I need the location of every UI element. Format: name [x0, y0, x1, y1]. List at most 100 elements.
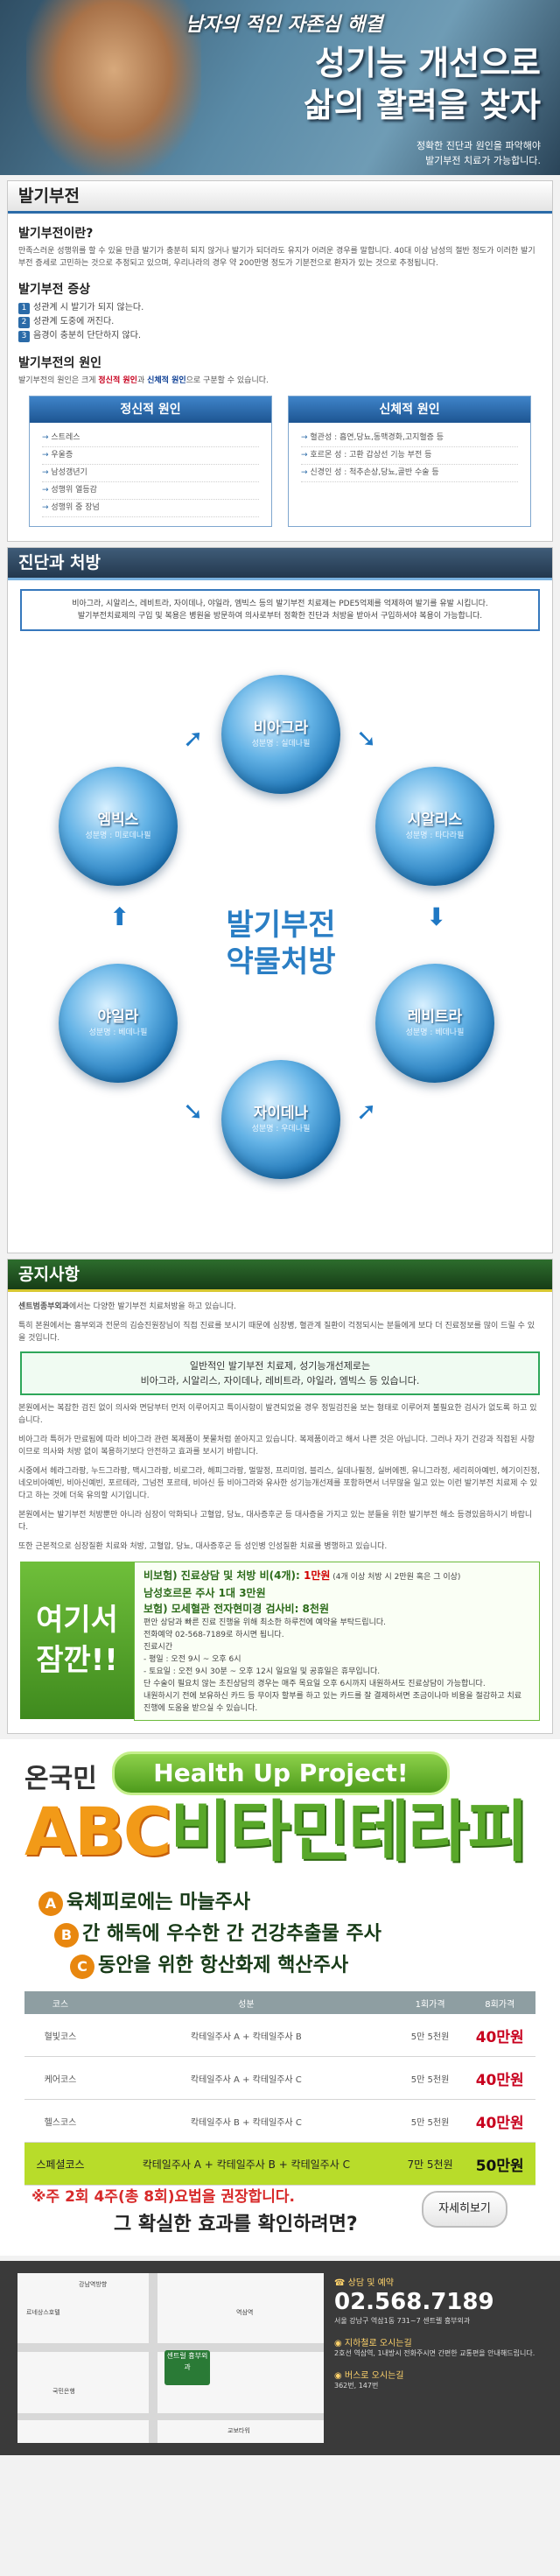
cause-boxes: 정신적 원인 스트레스 우울증 남성갱년기 성행위 열등감 성행위 중 장넘 신…	[29, 396, 531, 527]
hero-slogan: 남자의 적인 자존심 해결	[186, 14, 383, 36]
abc-title: ABC비타민테라피	[24, 1793, 528, 1871]
map-road	[149, 2273, 158, 2443]
col-price-1: 1회가격	[396, 1991, 465, 2014]
list-item: 성행위 열등감	[42, 482, 259, 500]
abc-note-recommend: ※주 2회 4주(총 8회)요법을 권장합니다.	[32, 2188, 296, 2206]
ed-what-text: 만족스러운 성행위를 할 수 있을 만큼 발기가 충분히 되지 않거나 발기가 …	[18, 247, 536, 268]
treat-intro-line2: 발기부전치료제의 구입 및 복용은 병원을 방문하여 의사로부터 정확한 진단과…	[77, 612, 483, 621]
hero-subtitle: 정확한 진단과 원인을 파악해야 발기부전 치료가 가능합니다.	[416, 138, 541, 168]
ed-symptom-title: 발기부전 증상	[18, 283, 91, 297]
mental-cause-title: 정신적 원인	[30, 397, 271, 423]
physical-cause-title: 신체적 원인	[289, 397, 530, 423]
ed-what-title: 발기부전이란?	[18, 227, 94, 241]
col-price-8: 8회가격	[464, 1991, 536, 2014]
hero-sub-line2: 발기부전 치료가 가능합니다.	[425, 155, 541, 166]
arrow-icon: ➚	[356, 1097, 377, 1126]
table-header-row: 코스 성분 1회가격 8회가격	[24, 1991, 536, 2014]
location-map[interactable]: 강남역방향 르네상스호텔 역삼역 센트럴 흉부외과 국민은행 교보타워	[18, 2273, 324, 2443]
hero-banner: 남자의 적인 자존심 해결 성기능 개선으로 삶의 활력을 찾자 정확한 진단과…	[0, 0, 560, 175]
treat-section-title: 진단과 처방	[8, 548, 552, 580]
fee-line2: 남성호르몬 주사 1대 3만원	[144, 1587, 266, 1599]
notice-p7: 또한 근본적으로 심장질환 치료와 처방, 고혈압, 당뇨, 대사증후군 등 성…	[18, 1542, 388, 1551]
ed-section: 발기부전 발기부전이란? 만족스러운 성행위를 할 수 있을 만큼 발기가 충분…	[7, 180, 553, 542]
table-row: 혈빛코스 칵테일주사 A + 칵테일주사 B 5만 5천원 40만원	[24, 2014, 536, 2057]
table-row-special: 스페셜코스 칵테일주사 A + 칵테일주사 B + 칵테일주사 C 7만 5천원…	[24, 2142, 536, 2186]
bus-text: 362번, 147번	[334, 2382, 379, 2390]
mental-cause-box: 정신적 원인 스트레스 우울증 남성갱년기 성행위 열등감 성행위 중 장넘	[29, 396, 272, 527]
notice-p1: 센트범종부외과에서는 다양한 발기부전 치료처방을 하고 있습니다.	[18, 1302, 237, 1311]
hero-title-line1: 성기능 개선으로	[315, 44, 541, 82]
arrow-icon: ⬇	[426, 902, 447, 931]
notice-p5: 시중에서 헤라그라팡, 누드그라팡, 맥시그라팡, 비로그라, 헤피그라팡, 멀…	[18, 1467, 541, 1500]
hero-sub-line1: 정확한 진단과 원인을 파악해야	[416, 140, 541, 151]
diagram-center-text: 발기부전 약물처방	[226, 908, 336, 979]
notice-p6: 본원에서는 발기부전 처방뿐만 아니라 심장이 악화되나 고혈압, 당뇨, 대사…	[18, 1511, 533, 1532]
mental-cause-list: 스트레스 우울증 남성갱년기 성행위 열등감 성행위 중 장넘	[30, 423, 271, 526]
notice-highlight-box: 일반적인 발기부전 치료제, 성기능개선제로는 비아그라, 시알리스, 자이데나…	[20, 1351, 540, 1395]
details-button[interactable]: 자세히보기	[422, 2191, 508, 2228]
arrow-icon: ➚	[183, 724, 204, 753]
wait-item: 진료시간	[144, 1643, 173, 1652]
hero-image	[26, 0, 201, 175]
fee-line1: 비보험) 진료상담 및 처방 비(4개): 1만원 (4개 이상 처방 시 2만…	[144, 1569, 461, 1582]
hero-title-line2: 삶의 활력을 찾자	[303, 86, 541, 124]
col-ingredient: 성분	[95, 1991, 396, 2014]
treat-intro-line1: 비아그라, 시알리스, 레비트라, 자이데나, 야일라, 엠빅스 등의 발기부전…	[72, 600, 488, 608]
treat-section: 진단과 처방 비아그라, 시알리스, 레비트라, 자이데나, 야일라, 엠빅스 …	[7, 547, 553, 1253]
wait-box: 여기서 잠깐!! 비보험) 진료상담 및 처방 비(4개): 1만원 (4개 이…	[20, 1562, 540, 1721]
wait-item: 전화예약 02-568-7189로 하시면 됩니다.	[144, 1631, 284, 1639]
arrow-icon: ⬆	[109, 902, 130, 931]
table-row: 헬스코스 칵테일주사 B + 칵테일주사 C 5만 5천원 40만원	[24, 2099, 536, 2143]
notice-p2: 특히 본원에서는 흉부외과 전문의 김승진원장님이 직접 진료를 보시기 때문에…	[18, 1322, 536, 1343]
bus-icon: ◉	[334, 2371, 345, 2381]
subway-label: ◉ 지하철로 오시는길	[334, 2339, 412, 2348]
arrow-icon: ➘	[183, 1097, 204, 1126]
bus-label: ◉ 버스로 오시는길	[334, 2371, 404, 2381]
treat-intro: 비아그라, 시알리스, 레비트라, 자이데나, 야일라, 엠빅스 등의 발기부전…	[20, 589, 540, 631]
fee-line3: 보험) 모세혈관 전자현미경 검사비: 8천원	[144, 1603, 329, 1615]
wait-item: 편안 상담과 빠른 진료 진행을 위해 최소한 하루전에 예약을 부탁드립니다.	[144, 1618, 387, 1627]
table-row: 케어코스 칵테일주사 A + 칵테일주사 C 5만 5천원 40만원	[24, 2056, 536, 2100]
notice-p4: 비아그라 특허가 만료됨에 따라 비아그라 관련 복제품이 봇물처럼 쏟아지고 …	[18, 1435, 536, 1456]
abc-project-badge: Health Up Project!	[112, 1751, 450, 1795]
hero-title: 성기능 개선으로 삶의 활력을 찾자	[304, 42, 541, 126]
arrow-icon: ➘	[356, 724, 377, 753]
wait-info: 비보험) 진료상담 및 처방 비(4개): 1만원 (4개 이상 처방 시 2만…	[134, 1562, 540, 1721]
wait-item: 단 수술이 필요치 않는 초진상담의 경우는 매주 목요일 오후 6시까지 내원…	[144, 1680, 486, 1688]
phone-icon: ☎	[334, 2278, 348, 2288]
phone-number[interactable]: 02.568.7189	[334, 2289, 494, 2315]
list-item: 우울증	[42, 447, 259, 465]
clinic-marker: 센트럴 흉부외과	[164, 2350, 210, 2385]
wait-item: - 평일 : 오전 9시 ~ 오후 6시	[144, 1655, 242, 1664]
notice-section-title: 공지사항	[8, 1260, 552, 1292]
list-item: 혈관성 : 흡연,당뇨,동맥경화,고지혈증 등	[301, 430, 518, 447]
ed-section-title: 발기부전	[8, 181, 552, 214]
list-item: 호르몬 성 : 고환 갑상선 기능 부전 등	[301, 447, 518, 465]
notice-section: 공지사항 센트범종부외과에서는 다양한 발기부전 치료처방을 하고 있습니다. …	[7, 1259, 553, 1734]
abc-note-question: 그 확실한 효과를 확인하려면?	[114, 2214, 358, 2236]
wait-item: - 토요일 : 오전 9시 30분 ~ 오후 12시 일요일 및 공휴일은 휴무…	[144, 1667, 381, 1676]
subway-text: 2호선 역삼역, 1내방시 전화주시면 간편한 교통편을 안내해드립니다.	[334, 2349, 536, 2357]
address: 서울 강남구 역삼1동 731~7 센트렐 흉부외과	[334, 2317, 471, 2325]
ed-cause-text: 발기부전의 원인은 크게 정신적 원인과 신체적 원인으로 구분할 수 있습니다…	[18, 376, 269, 385]
wait-banner: 여기서 잠깐!!	[20, 1562, 134, 1719]
price-table: 코스 성분 1회가격 8회가격 혈빛코스 칵테일주사 A + 칵테일주사 B 5…	[24, 1991, 536, 2186]
list-item: 신경인 성 : 척추손상,당뇨,골반 수술 등	[301, 465, 518, 482]
notice-p3: 본원에서는 복잡한 검진 없이 의사와 면담부터 먼저 이루어지고 특이사항이 …	[18, 1404, 537, 1425]
reservation-label: ☎ 상담 및 예약	[334, 2278, 394, 2288]
list-item: 성행위 중 장넘	[42, 500, 259, 517]
col-course: 코스	[24, 1991, 96, 2014]
subway-icon: ◉	[334, 2339, 345, 2348]
wait-item: 내원하시기 전에 보유하신 카드 등 무이자 할부를 하고 있는 카드를 잘 결…	[144, 1692, 522, 1713]
